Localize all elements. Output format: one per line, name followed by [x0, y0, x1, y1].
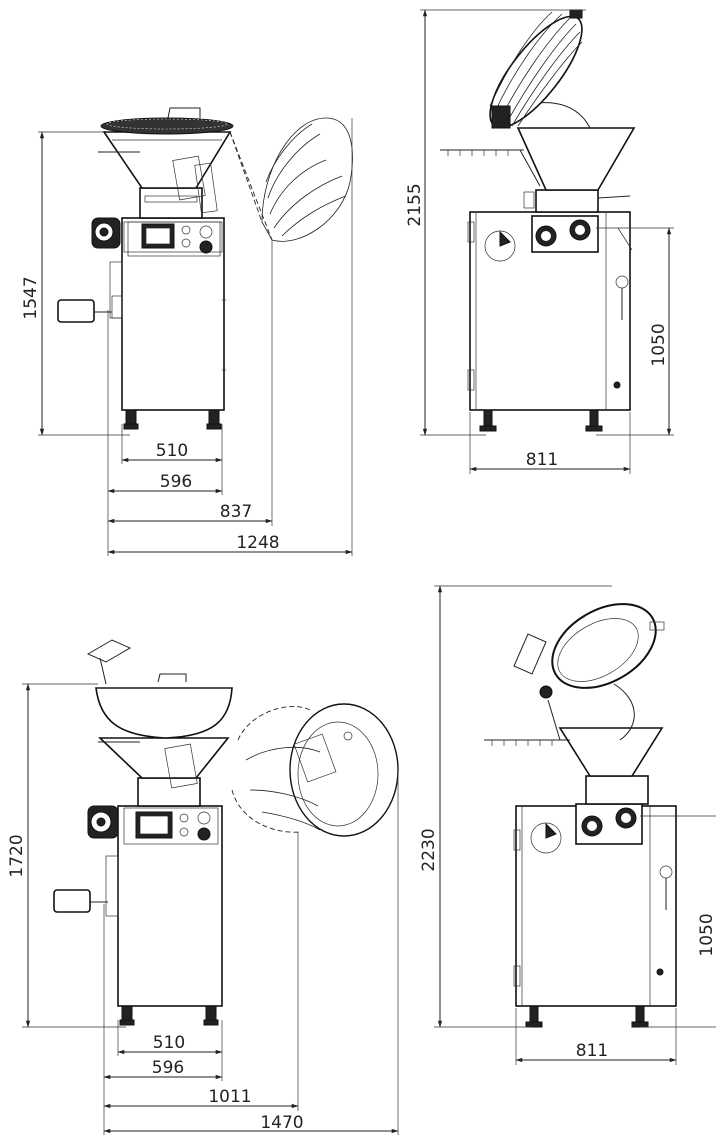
lid-open-ghost: [172, 117, 353, 242]
dim-1470: 1470: [260, 1113, 303, 1133]
hopper-side: [516, 127, 636, 191]
dim-2230: 2230: [419, 828, 439, 871]
pump-housing: [139, 187, 203, 219]
dim-811-bottom: 811: [576, 1041, 608, 1061]
dim-1050-bottom: 1050: [697, 913, 716, 956]
foot-pedal-bl: [53, 889, 91, 913]
control-panel: [127, 221, 221, 257]
view-bottom-left: 1720 510 596 1011 1470: [7, 639, 399, 1135]
dim-837: 837: [220, 502, 252, 522]
dim-1248: 1248: [236, 533, 279, 553]
hopper: [102, 131, 232, 189]
dim-510-bl: 510: [153, 1033, 185, 1053]
dim-811-top: 811: [526, 450, 558, 470]
dim-1547: 1547: [21, 276, 41, 319]
dim-1720: 1720: [7, 834, 27, 877]
dim-2155: 2155: [405, 183, 425, 226]
mixing-bowl: [95, 687, 233, 739]
view-top-left: 1547 510 596 837 1248: [21, 107, 353, 556]
dim-596-bl: 596: [152, 1058, 184, 1078]
foot-pedal: [57, 299, 95, 323]
bowl-raised: [513, 603, 665, 741]
lid-grid-raised: [489, 9, 583, 129]
dim-510: 510: [156, 441, 188, 461]
flange: [484, 230, 516, 262]
dim-1011: 1011: [208, 1087, 251, 1107]
hopper-grid: [100, 117, 234, 135]
bowl-open-ghost: [164, 703, 399, 837]
dim-1050-top: 1050: [649, 323, 669, 366]
lid-bracket: [86, 639, 132, 663]
dim-596: 596: [160, 472, 192, 492]
view-top-right: 2155 1050 811: [405, 9, 674, 474]
view-bottom-right: 2230 1050 811: [419, 585, 716, 1065]
